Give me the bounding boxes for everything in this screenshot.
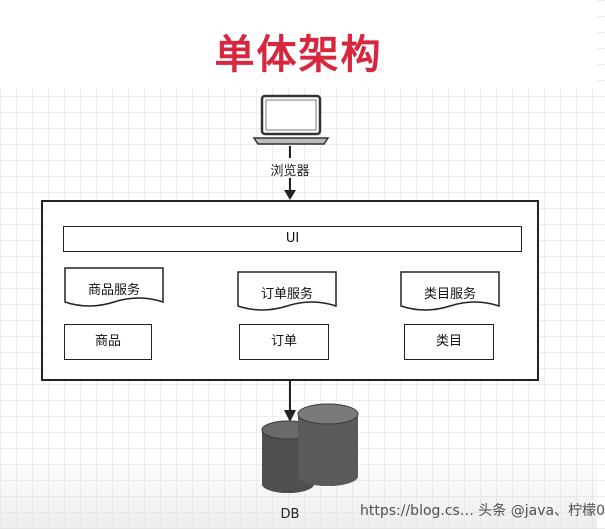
browser-label: 浏览器 — [270, 164, 310, 179]
module-order: 订单 — [239, 324, 329, 360]
laptop-icon — [252, 94, 330, 145]
arrow-browser-to-app — [284, 146, 296, 200]
service-doc-shape-0 — [64, 267, 164, 307]
service-doc-shape-1 — [237, 271, 337, 311]
service-label-order: 订单服务 — [260, 287, 313, 302]
watermark-text: https://blog.cs… 头条 @java、柠檬0 — [360, 503, 605, 519]
ui-layer: UI — [63, 226, 522, 252]
diagram-title: 单体架构 — [214, 32, 383, 78]
header-band — [0, 0, 597, 88]
service-label-product: 商品服务 — [87, 283, 140, 298]
module-category: 类目 — [404, 324, 494, 360]
database-icon — [261, 403, 359, 493]
database-label: DB — [280, 507, 300, 522]
service-label-category: 类目服务 — [423, 287, 476, 302]
arrow-app-to-db — [284, 380, 296, 422]
service-doc-shape-2 — [400, 271, 500, 311]
module-product: 商品 — [64, 324, 152, 360]
